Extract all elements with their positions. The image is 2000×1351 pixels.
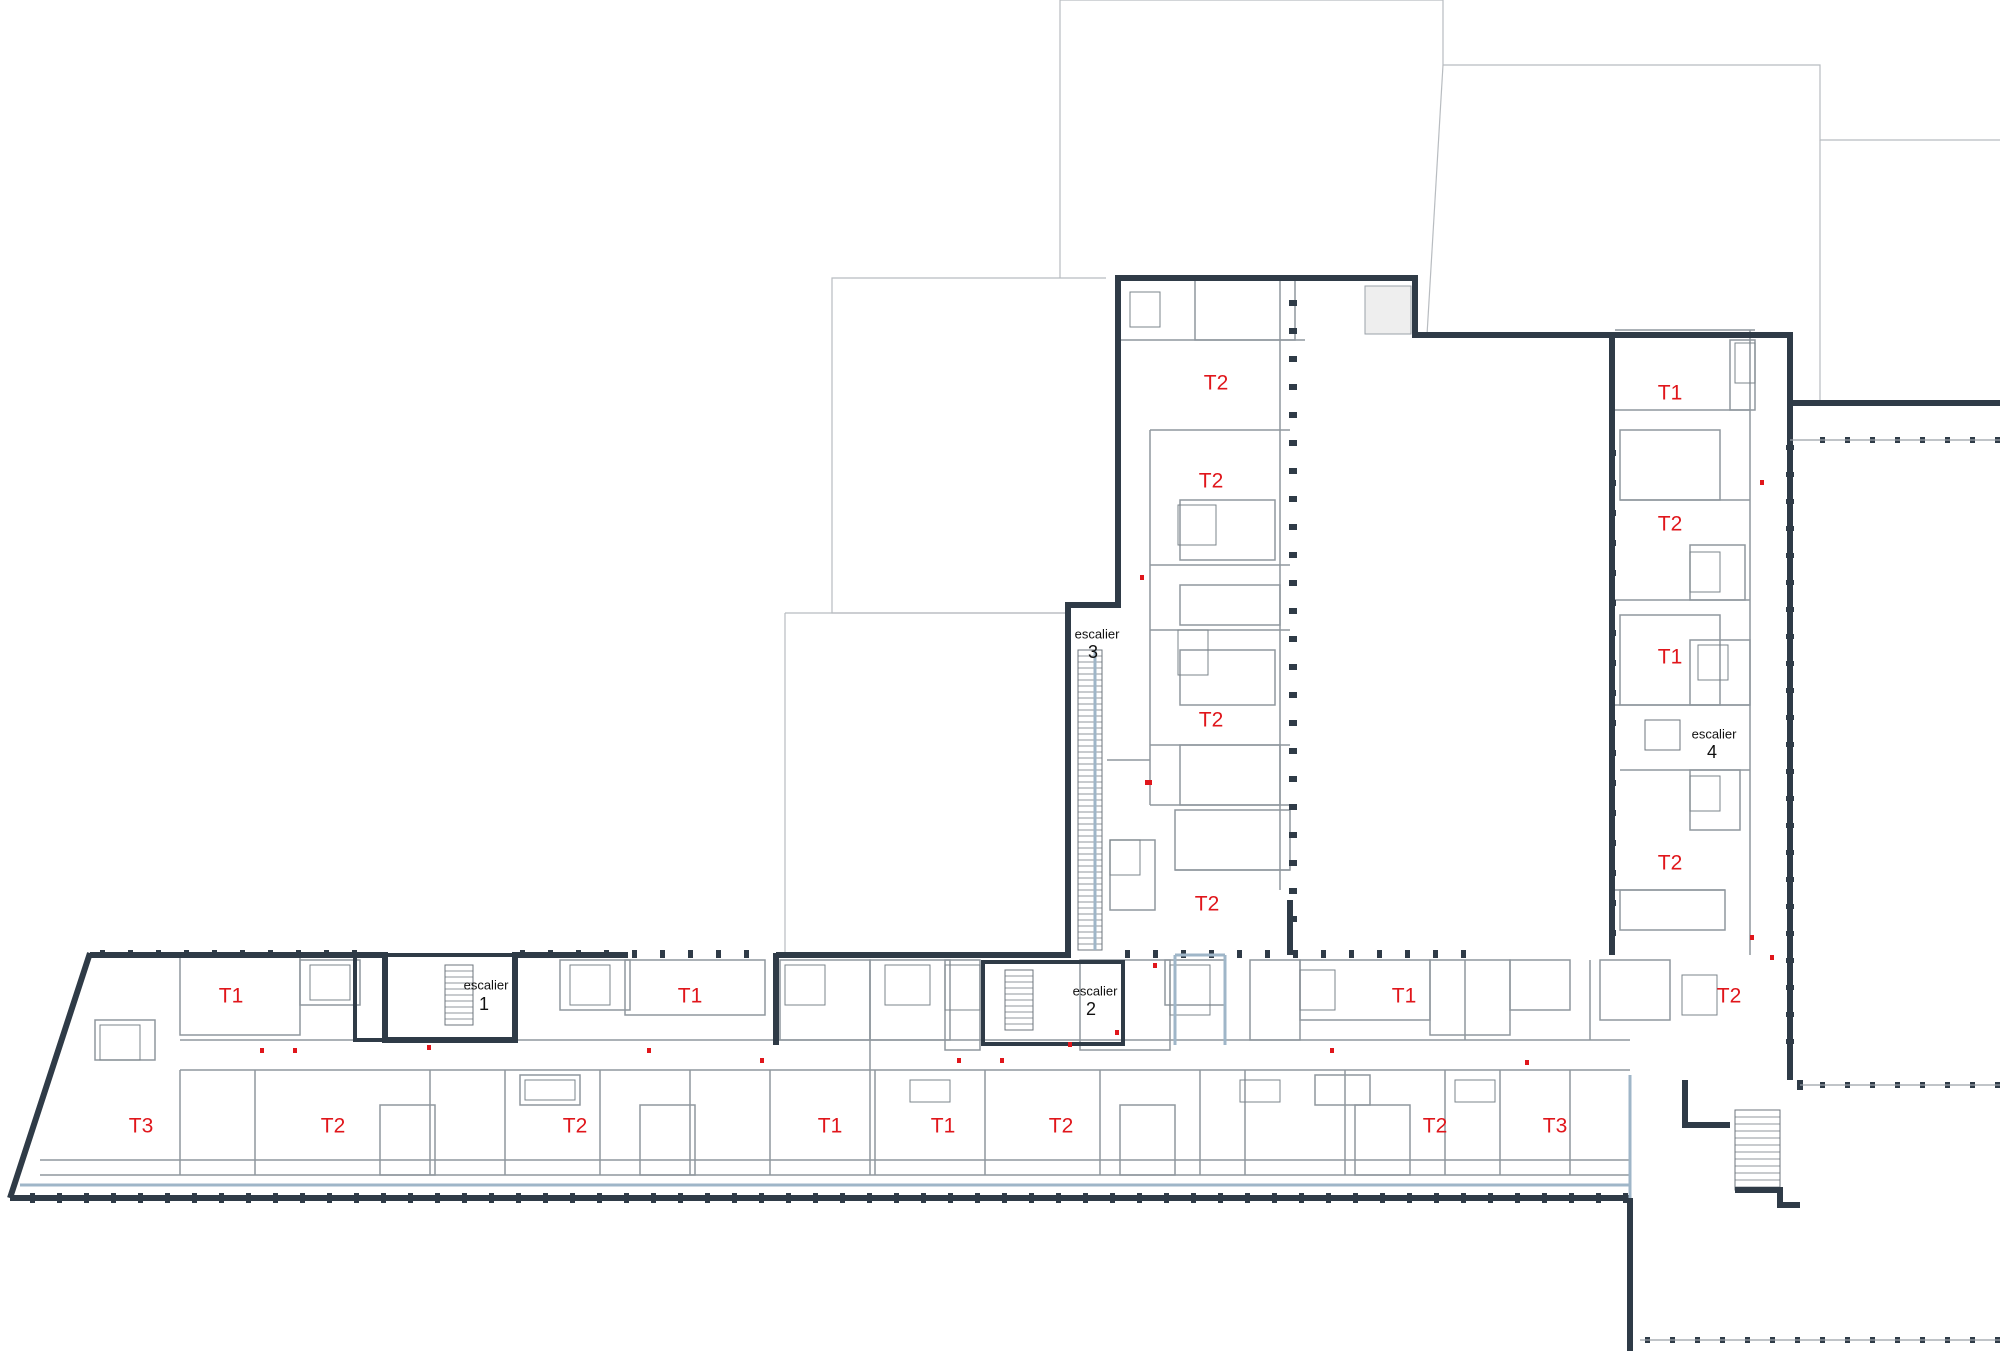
window-pier <box>1289 384 1297 390</box>
entrance-marker <box>1145 780 1149 785</box>
window-pier <box>1289 496 1297 502</box>
east-boundary <box>1640 439 2000 1341</box>
window-pier <box>1237 950 1242 958</box>
apartment-label: T2 <box>1198 708 1224 732</box>
entrance-marker <box>1000 1058 1004 1063</box>
window-pier <box>1321 950 1326 958</box>
apartment-label: T1 <box>817 1114 843 1138</box>
apartment-label: T3 <box>128 1114 154 1138</box>
window-pier <box>1289 300 1297 306</box>
stair-label: escalier <box>463 977 509 993</box>
apartment-label: T1 <box>930 1114 956 1138</box>
entrance-marker <box>1770 955 1774 960</box>
entrance-marker <box>957 1058 961 1063</box>
window-pier <box>1289 636 1297 642</box>
entrance-marker <box>427 1045 431 1050</box>
window-pier <box>1289 860 1297 866</box>
window-pier <box>1377 950 1382 958</box>
entrance-marker <box>1750 935 1754 940</box>
apartment-label: T1 <box>218 984 244 1008</box>
entrance-marker <box>1140 575 1144 580</box>
stair-number: 4 <box>1706 742 1718 762</box>
stair-label: escalier <box>1074 626 1120 642</box>
window-pier <box>1289 468 1297 474</box>
stair-label: escalier <box>1072 983 1118 999</box>
planter <box>1364 285 1412 335</box>
apartment-label: T1 <box>677 984 703 1008</box>
entrance-marker <box>647 1048 651 1053</box>
window-pier <box>1433 950 1438 958</box>
window-pier <box>1289 888 1297 894</box>
apartment-label: T2 <box>320 1114 346 1138</box>
stair-number: 1 <box>478 994 490 1014</box>
stair-number: 3 <box>1087 642 1099 662</box>
window-pier <box>688 950 693 958</box>
apartment-label: T1 <box>1657 381 1683 405</box>
apartment-label: T2 <box>1657 851 1683 875</box>
entrance-marker <box>1068 1042 1072 1047</box>
window-pier <box>1289 664 1297 670</box>
window-pier <box>1289 804 1297 810</box>
glazing <box>20 650 1632 1198</box>
window-pier <box>1289 720 1297 726</box>
entrance-marker <box>1525 1060 1529 1065</box>
window-pier <box>1289 328 1297 334</box>
window-pier <box>660 950 665 958</box>
window-pier <box>632 950 637 958</box>
wing1-facade-windows <box>1289 300 1616 936</box>
window-pier <box>1289 748 1297 754</box>
window-pier <box>1293 950 1298 958</box>
window-pier <box>1289 832 1297 838</box>
entrance-marker <box>760 1058 764 1063</box>
apartment-label: T2 <box>1194 892 1220 916</box>
window-pier <box>1289 692 1297 698</box>
stair-flights <box>444 649 1781 1191</box>
window-pier <box>716 950 721 958</box>
apartment-label: T2 <box>1657 512 1683 536</box>
window-pier <box>1289 524 1297 530</box>
apartment-label: T3 <box>1542 1114 1568 1138</box>
window-pier <box>1265 950 1270 958</box>
apartment-label: T2 <box>1198 469 1224 493</box>
south-facade-windows <box>30 950 1628 1203</box>
apartment-label: T2 <box>1716 984 1742 1008</box>
stair-label: escalier <box>1691 726 1737 742</box>
window-pier <box>1461 950 1466 958</box>
entrance-marker <box>1148 780 1152 785</box>
apartment-label: T2 <box>1048 1114 1074 1138</box>
window-pier <box>1289 356 1297 362</box>
window-pier <box>744 950 749 958</box>
interior-partitions <box>40 279 1756 1176</box>
apartment-label: T2 <box>1203 371 1229 395</box>
window-pier <box>1405 950 1410 958</box>
apartment-label: T1 <box>1657 645 1683 669</box>
entrance-marker <box>293 1048 297 1053</box>
neighbour-outlines <box>784 0 2000 955</box>
window-pier <box>1153 950 1158 958</box>
stair-treads <box>445 649 1780 1188</box>
window-pier <box>1125 950 1130 958</box>
window-pier <box>1289 440 1297 446</box>
stair-enclosures <box>353 953 1125 1046</box>
apartment-label: T2 <box>1422 1114 1448 1138</box>
apartment-label: T1 <box>1391 984 1417 1008</box>
exterior-walls <box>7 275 2000 1351</box>
entrance-marker <box>1115 1030 1119 1035</box>
entrance-markers <box>260 480 1774 1065</box>
entrance-marker <box>1760 480 1764 485</box>
fixtures <box>99 291 1756 1103</box>
window-pier <box>1349 950 1354 958</box>
window-pier <box>1289 608 1297 614</box>
window-pier <box>1289 580 1297 586</box>
entrance-marker <box>260 1048 264 1053</box>
window-pier <box>1289 412 1297 418</box>
entrance-marker <box>1153 963 1157 968</box>
entrance-marker <box>1330 1048 1334 1053</box>
window-pier <box>1289 776 1297 782</box>
stair-number: 2 <box>1085 999 1097 1019</box>
window-pier <box>1289 552 1297 558</box>
apartment-label: T2 <box>562 1114 588 1138</box>
